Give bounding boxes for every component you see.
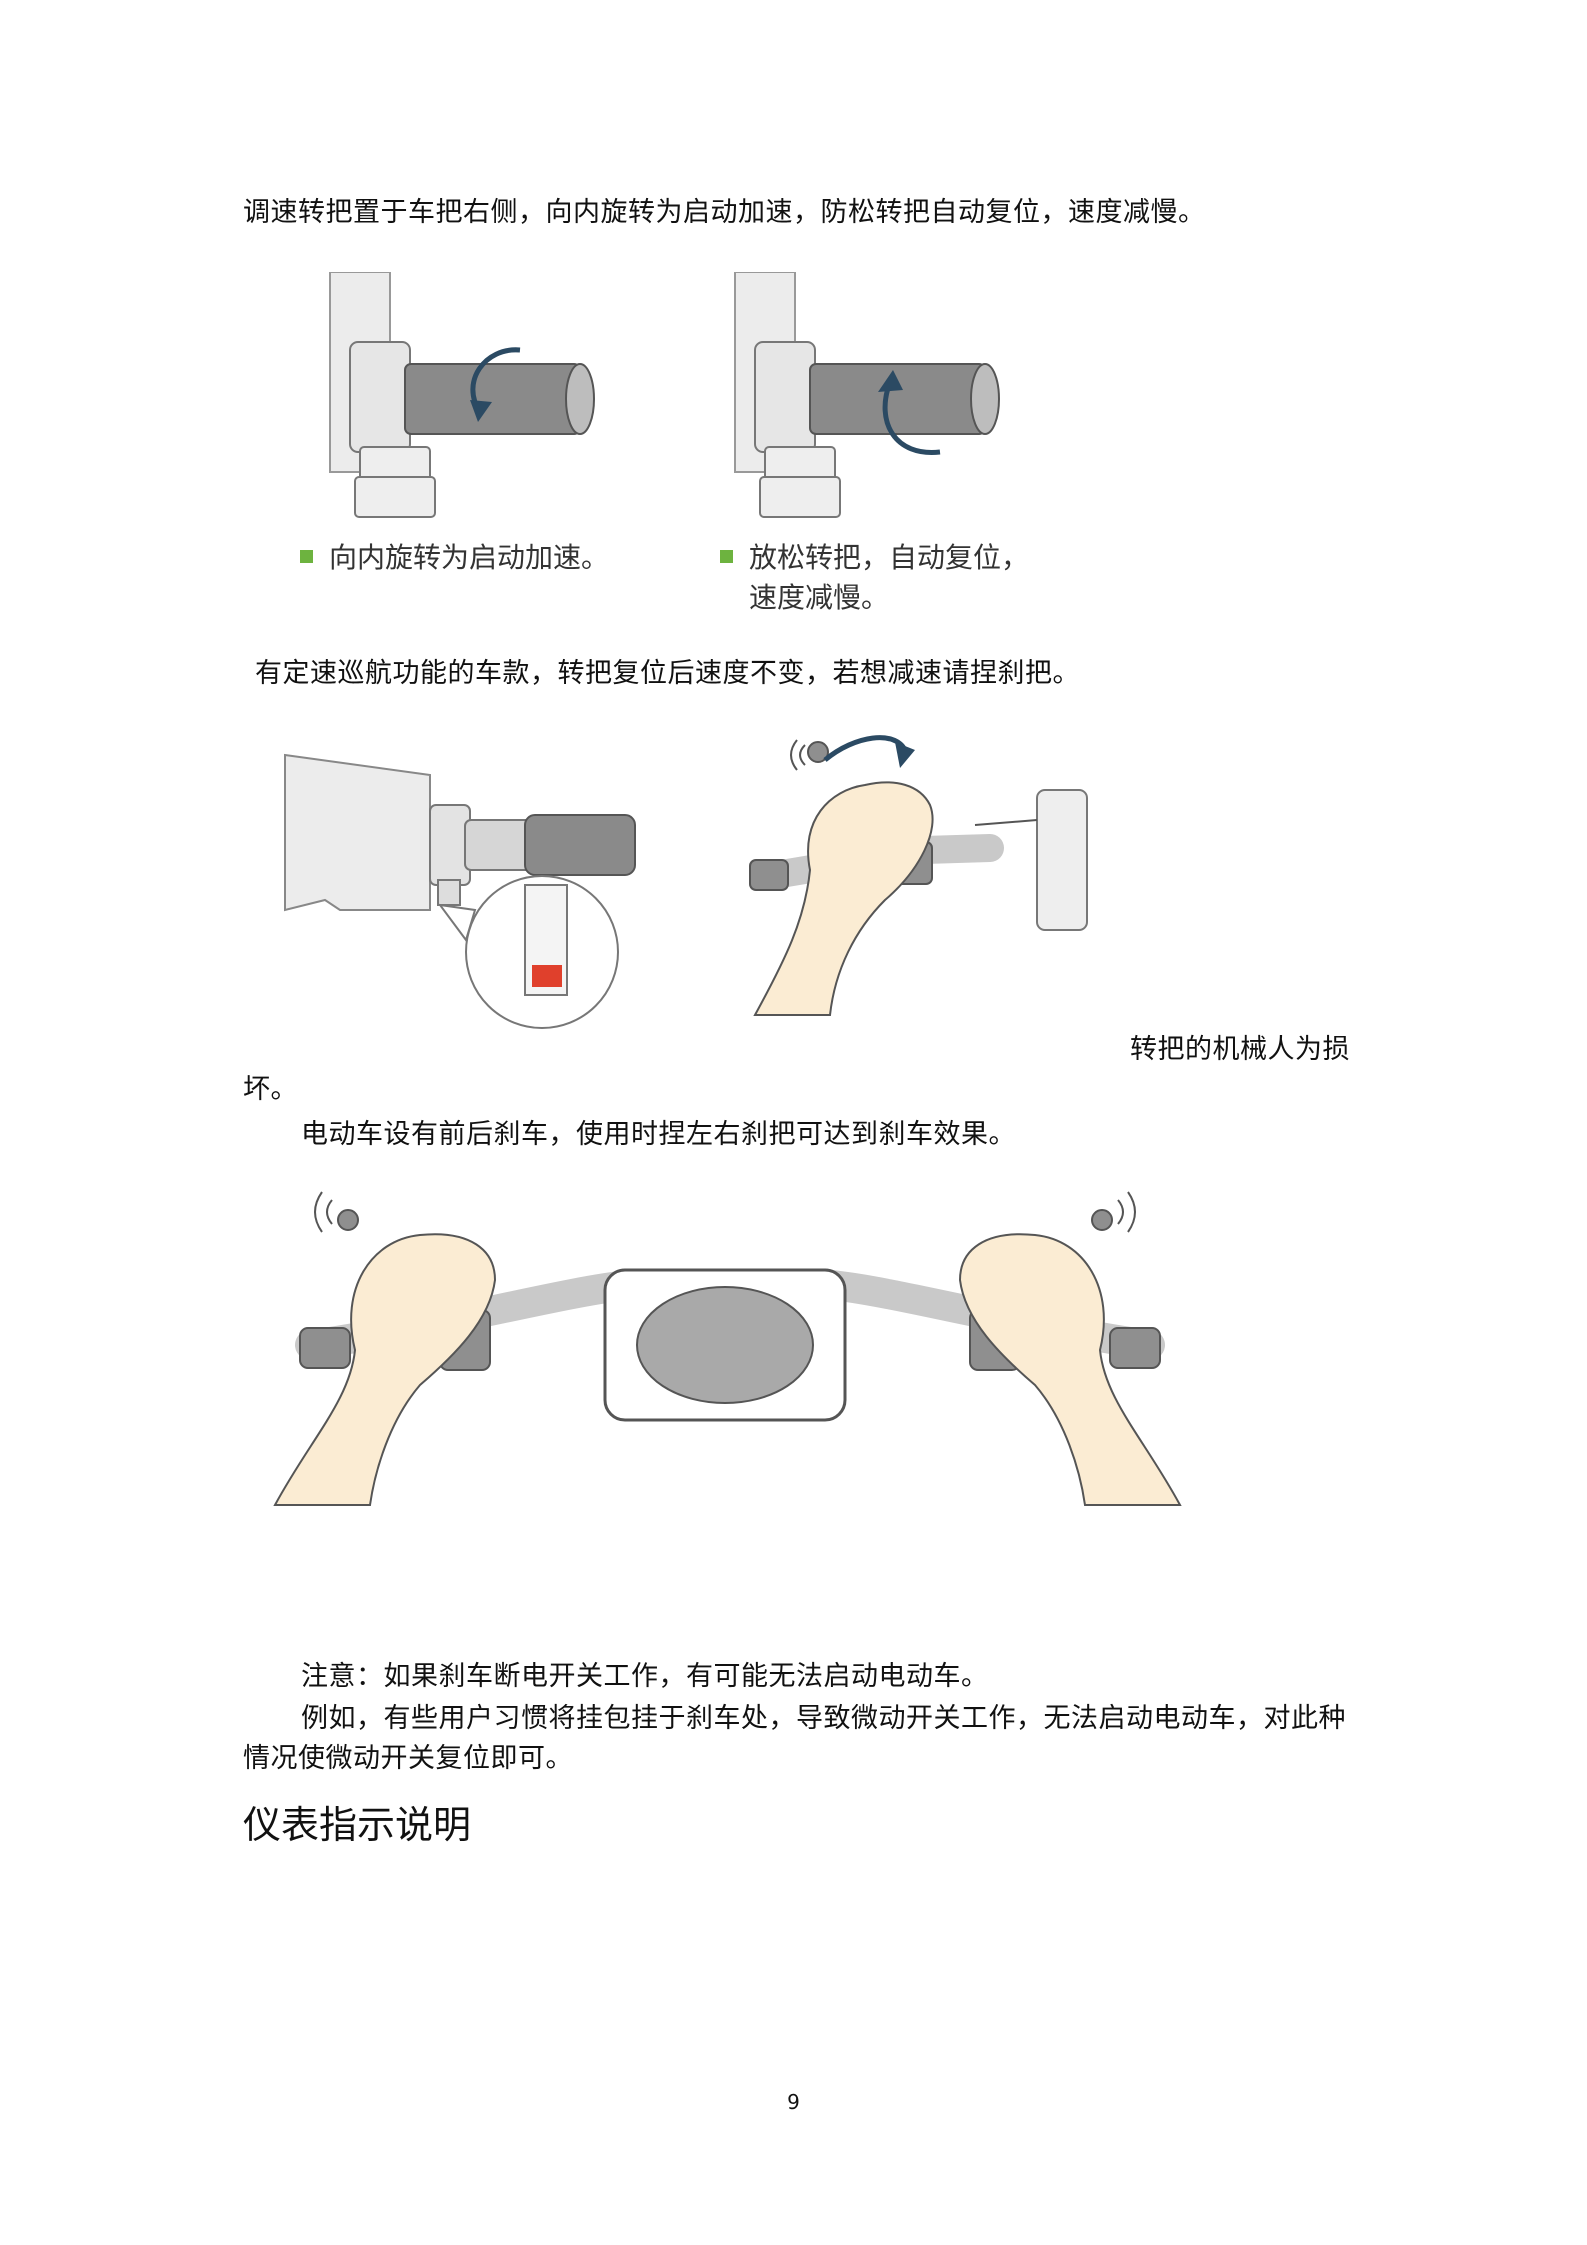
caption-release: 放松转把，自动复位， [720,538,1029,578]
caption-accelerate: 向内旋转为启动加速。 [300,538,609,578]
figure-throttle-accelerate [329,272,595,518]
paragraph-throttle-intro: 调速转把置于车把右侧，向内旋转为启动加速，防松转把自动复位，速度减慢。 [243,197,1206,228]
paragraph-example-line1: 例如，有些用户习惯将挂包挂于刹车处，导致微动开关工作，无法启动电动车，对此种 [301,1703,1346,1734]
caption-release-text-line1: 放松转把，自动复位， [749,541,1030,574]
figure-throttle-release [734,272,1000,518]
caption-release-line2: 速度减慢。 [749,581,890,614]
caption-accelerate-text: 向内旋转为启动加速。 [329,541,610,574]
page-number: 9 [787,2090,800,2114]
figure-hand-brake [749,735,1088,1016]
paragraph-damage-line1: 转把的机械人为损 [1130,1034,1350,1065]
paragraph-cruise-control: 有定速巡航功能的车款，转把复位后速度不变，若想减速请捏刹把。 [255,658,1080,689]
figure-handlebar-brakes [273,1191,1182,1506]
paragraph-example-line2: 情况使微动开关复位即可。 [243,1743,573,1774]
bullet-icon [300,549,313,563]
bullet-icon [720,549,733,563]
paragraph-notice: 注意：如果刹车断电开关工作，有可能无法启动电动车。 [301,1661,989,1692]
paragraph-damage-line2: 坏。 [243,1074,298,1105]
figure-throttle-indicator [284,753,636,1029]
section-heading: 仪表指示说明 [243,1803,472,1847]
paragraph-brakes: 电动车设有前后刹车，使用时捏左右刹把可达到刹车效果。 [301,1119,1016,1150]
